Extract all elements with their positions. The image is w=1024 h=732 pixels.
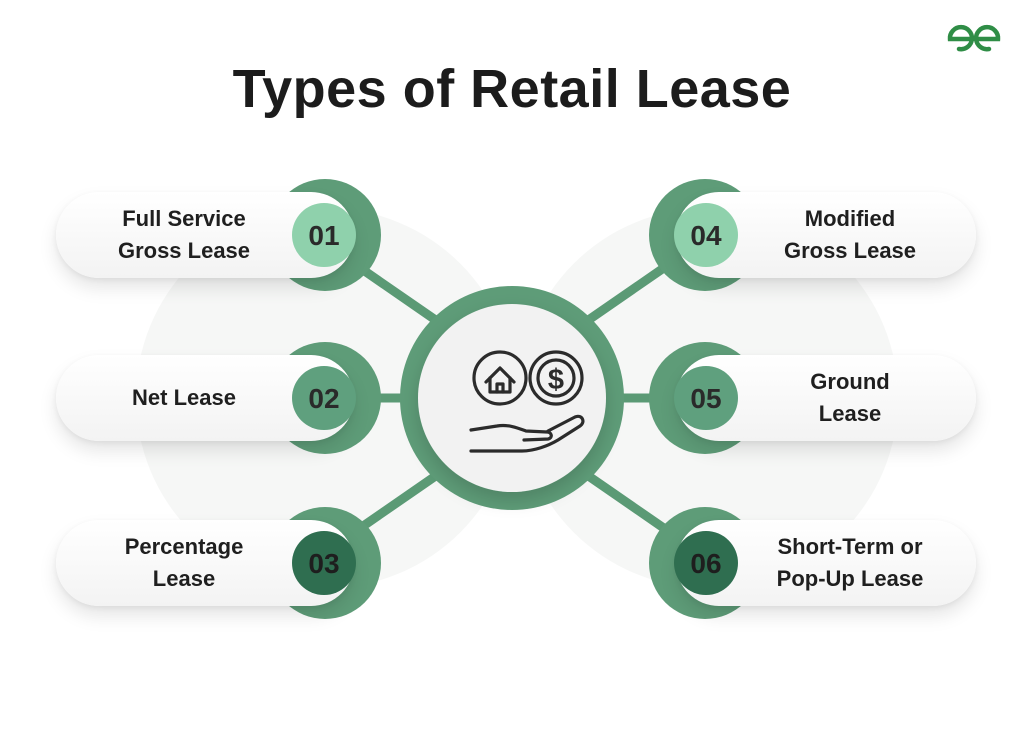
- lease-label-03: Percentage Lease: [124, 534, 244, 591]
- page-title: Types of Retail Lease: [232, 59, 792, 119]
- badge-05: 05: [674, 366, 738, 430]
- lease-label-01: Full Service Gross Lease: [117, 206, 251, 263]
- svg-text:$: $: [548, 364, 564, 396]
- badge-03: 03: [292, 531, 356, 595]
- badge-number-03: 03: [308, 548, 339, 579]
- badge-number-04: 04: [690, 220, 722, 251]
- badge-01: 01: [292, 203, 356, 267]
- lease-label-05: Ground Lease: [810, 369, 890, 426]
- badge-number-01: 01: [308, 220, 339, 251]
- badge-04: 04: [674, 203, 738, 267]
- lease-label-06: Short-Term or Pop-Up Lease: [776, 534, 924, 591]
- badge-06: 06: [674, 531, 738, 595]
- geeksforgeeks-logo-icon: [947, 24, 1001, 52]
- badge-number-05: 05: [690, 383, 721, 414]
- hand-with-house-and-dollar-coins-icon: $: [469, 350, 585, 453]
- badge-number-06: 06: [690, 548, 721, 579]
- badge-02: 02: [292, 366, 356, 430]
- lease-label-04: Modified Gross Lease: [783, 206, 917, 263]
- badge-number-02: 02: [308, 383, 339, 414]
- lease-label-02: Net Lease: [132, 385, 236, 410]
